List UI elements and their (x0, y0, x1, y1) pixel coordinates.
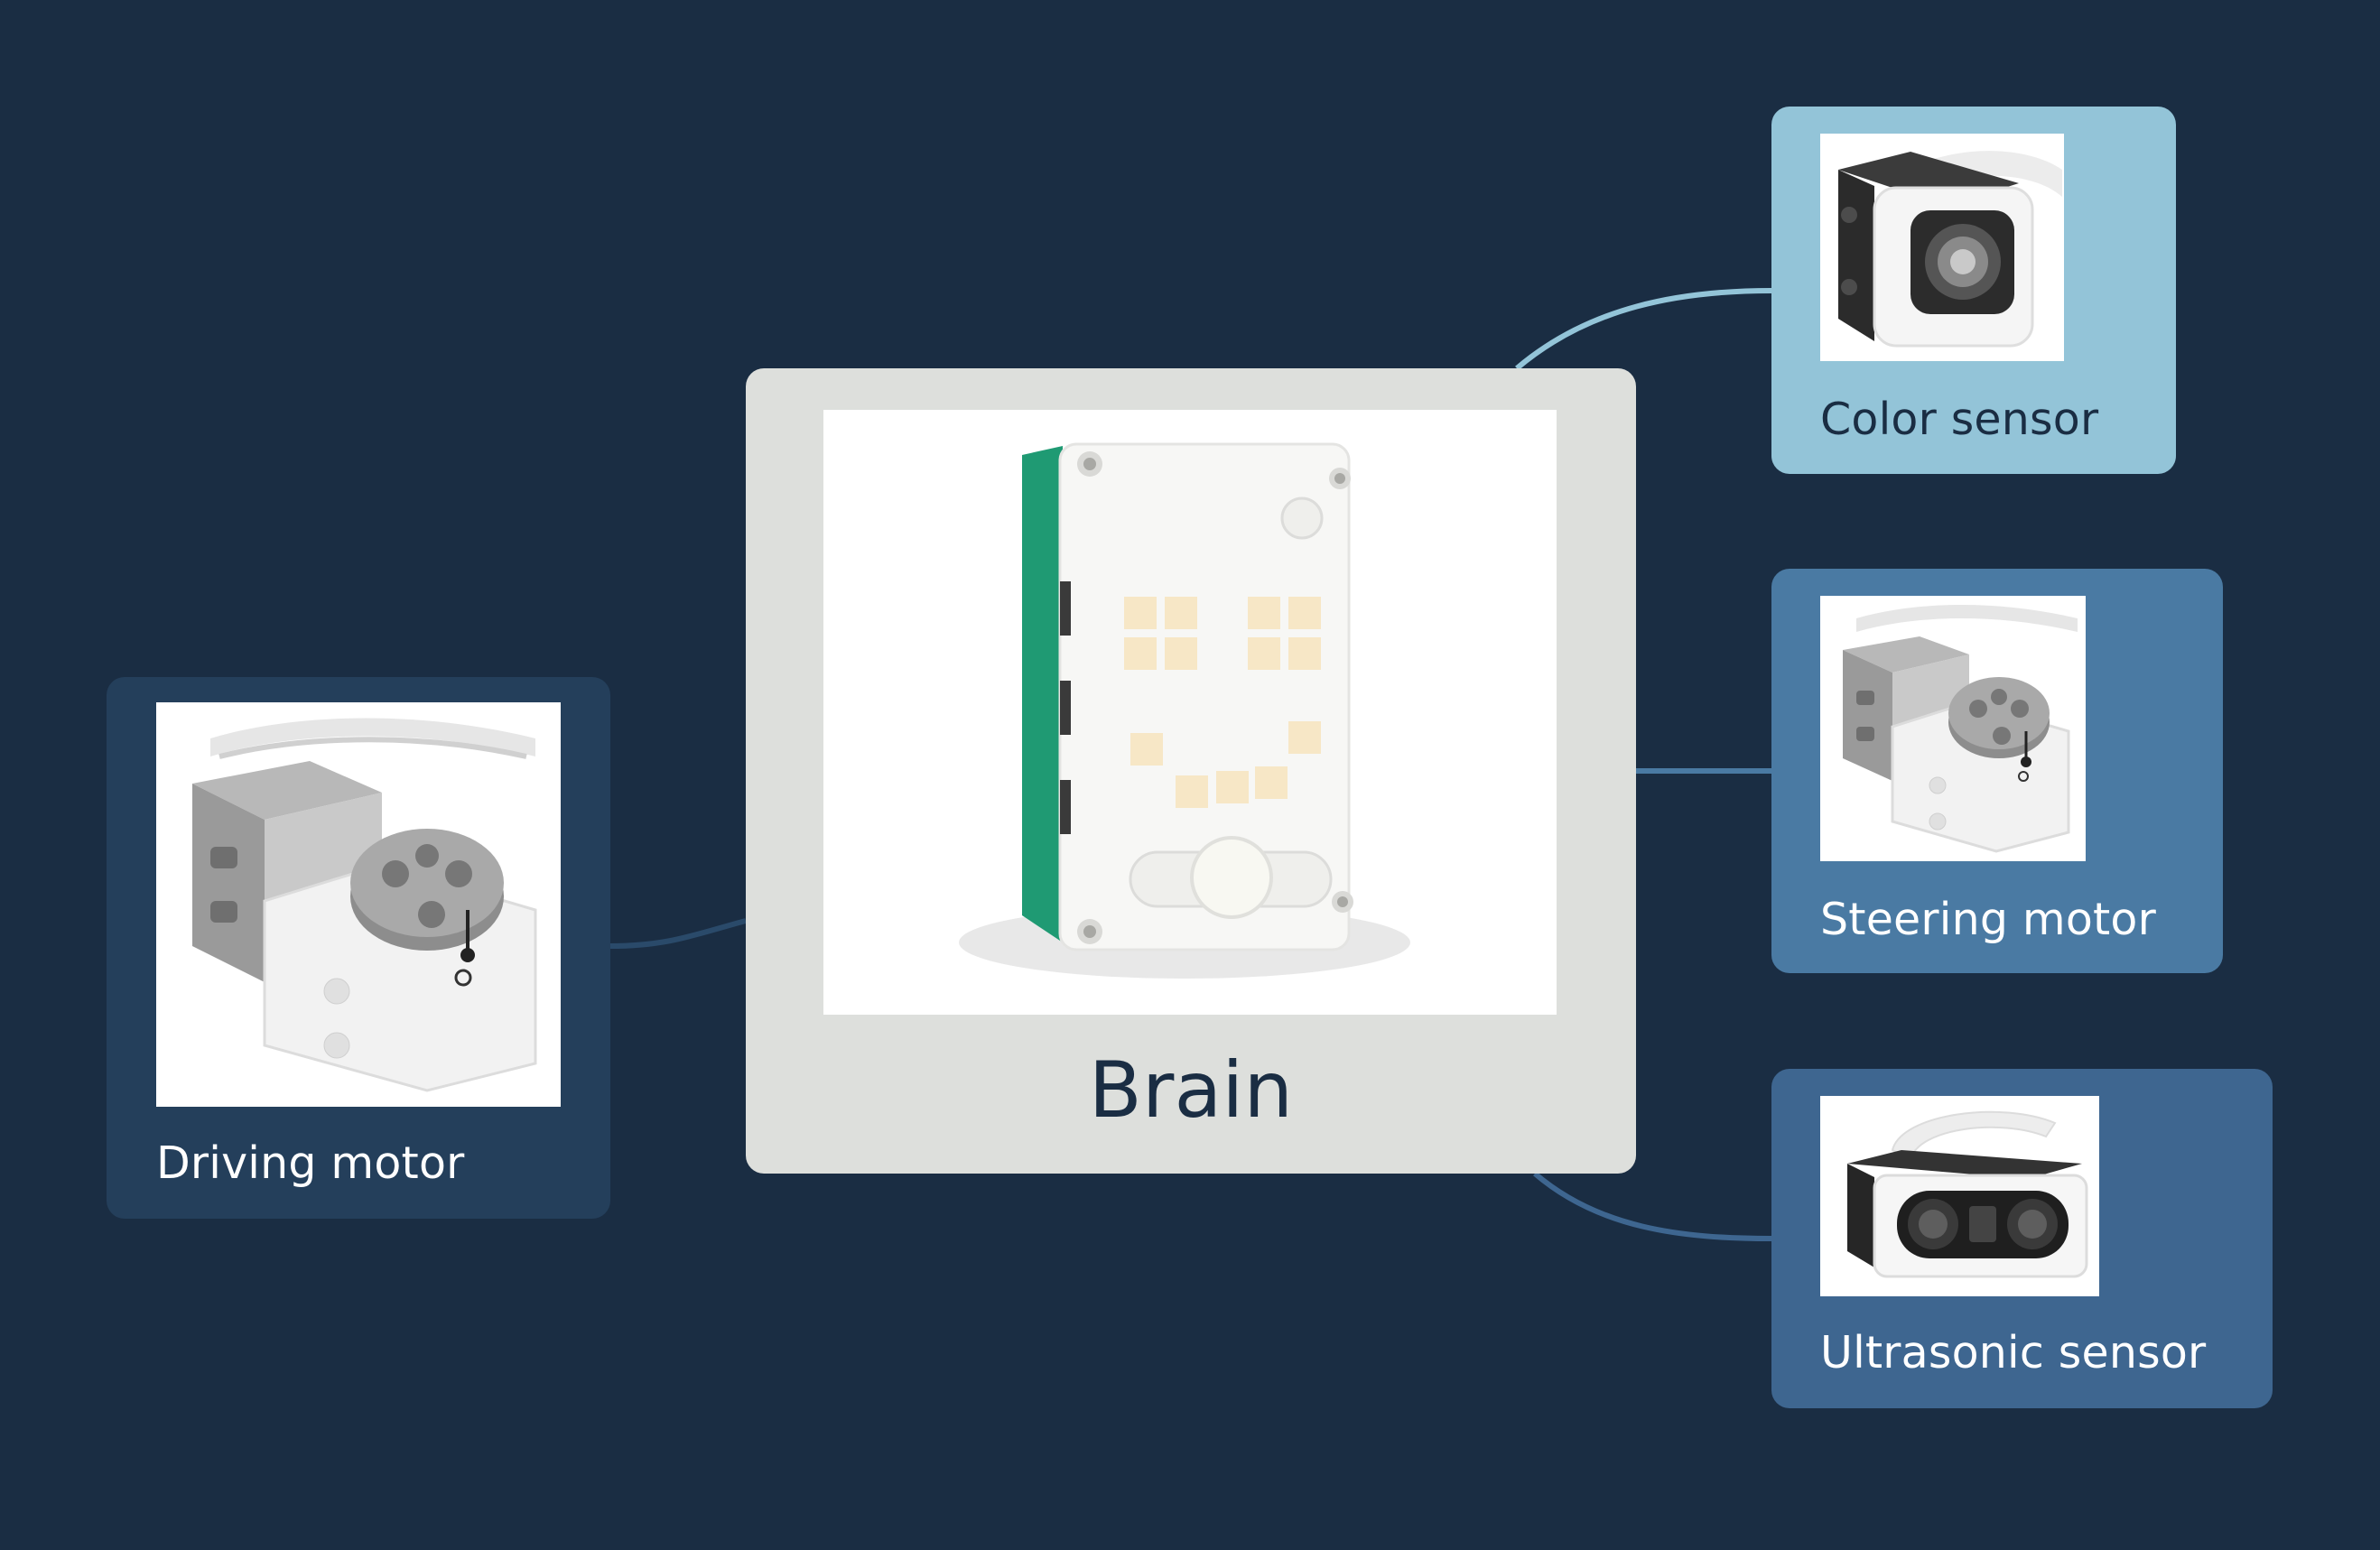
brain-hub-image (823, 410, 1557, 1015)
brain-label: Brain (1088, 1045, 1294, 1136)
brain-card[interactable]: Brain (746, 368, 1636, 1174)
color-sensor-card[interactable]: Color sensor (1771, 107, 2176, 474)
steering-motor-card[interactable]: Steering motor (1771, 569, 2223, 973)
ultrasonic-sensor-image (1820, 1096, 2099, 1296)
driving-motor-image (156, 702, 561, 1107)
driving-motor-card[interactable]: Driving motor (107, 677, 610, 1219)
color-sensor-label: Color sensor (1820, 394, 2099, 445)
steering-motor-image (1820, 596, 2086, 861)
connector-color (1515, 288, 1772, 371)
steering-motor-label: Steering motor (1820, 894, 2156, 945)
driving-motor-label: Driving motor (156, 1137, 465, 1189)
connector-ultrasonic (1533, 1171, 1772, 1241)
color-sensor-image (1820, 134, 2064, 361)
connector-driving (609, 918, 747, 949)
ultrasonic-sensor-label: Ultrasonic sensor (1820, 1327, 2207, 1378)
ultrasonic-sensor-card[interactable]: Ultrasonic sensor (1771, 1069, 2273, 1408)
